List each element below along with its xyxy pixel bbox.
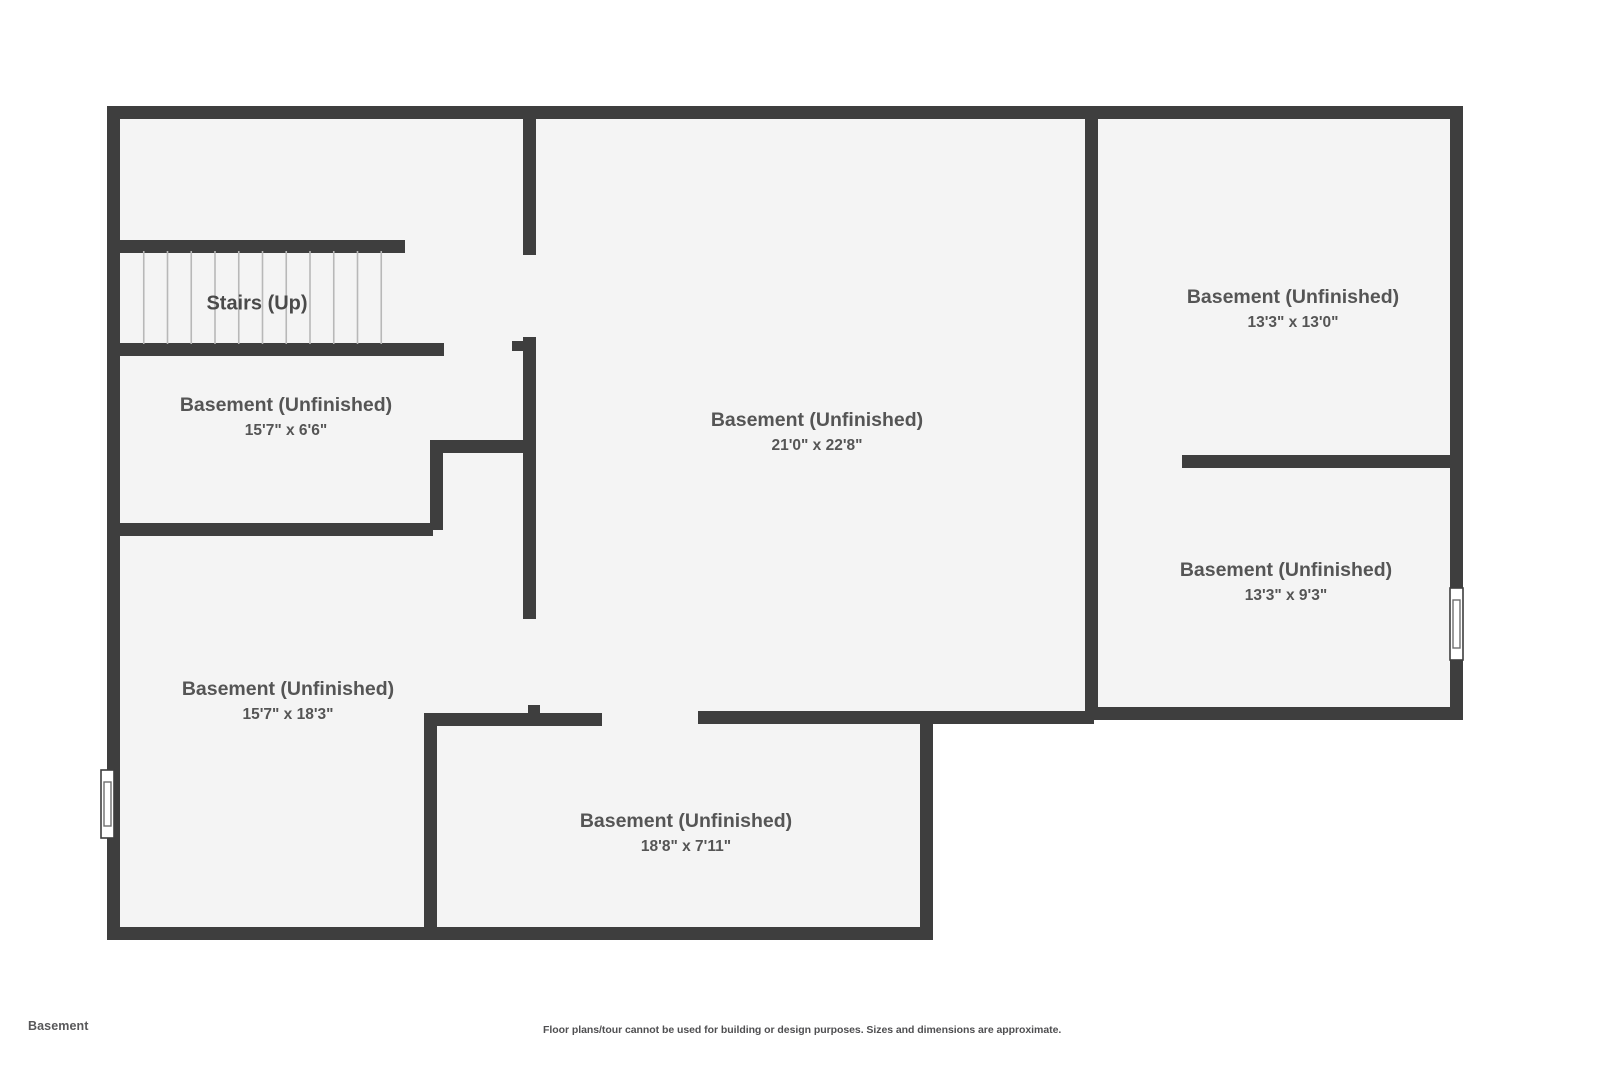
window-right-wall	[1449, 587, 1464, 661]
room-name: Basement (Unfinished)	[182, 678, 394, 700]
room-name: Basement (Unfinished)	[180, 394, 392, 416]
room-dimensions: 21'0" x 22'8"	[771, 437, 862, 454]
window-left-pane	[103, 781, 112, 827]
room-label-basement-center: Basement (Unfinished) 21'0" x 22'8"	[711, 409, 923, 454]
wall-exterior-right	[1450, 106, 1463, 720]
wall-exterior-top	[107, 106, 1463, 119]
room-fill-layer	[113, 112, 1458, 935]
room-label-basement-bottom: Basement (Unfinished) 18'8" x 7'11"	[580, 810, 792, 855]
room-label-basement-lower-left: Basement (Unfinished) 15'7" x 18'3"	[182, 678, 394, 723]
room-name: Basement (Unfinished)	[711, 409, 923, 431]
disclaimer-text: Floor plans/tour cannot be used for buil…	[543, 1024, 1062, 1036]
wall-layer	[107, 106, 1463, 940]
wall-partition-upper-left-vertical	[523, 112, 536, 255]
room-label-basement-upper-left: Basement (Unfinished) 15'7" x 6'6"	[180, 394, 392, 439]
wall-exterior-right-bottom	[1085, 707, 1463, 720]
room-name: Basement (Unfinished)	[580, 810, 792, 832]
room-label-basement-lower-right: Basement (Unfinished) 13'3" x 9'3"	[1180, 559, 1392, 604]
wall-stairs-top	[120, 240, 405, 253]
room-name: Basement (Unfinished)	[1187, 286, 1399, 308]
stairs-label: Stairs (Up)	[206, 292, 307, 314]
footer-bar: Basement Floor plans/tour cannot be used…	[0, 1007, 1600, 1067]
room-fill-lower-left	[113, 530, 433, 935]
wall-doorway-nub-mid-upper	[512, 341, 525, 351]
floor-level-label: Basement	[28, 1019, 89, 1033]
wall-doorway-nub-bottom-room	[528, 705, 540, 715]
room-label-basement-upper-right: Basement (Unfinished) 13'3" x 13'0"	[1187, 286, 1399, 331]
room-dimensions: 13'3" x 13'0"	[1247, 314, 1338, 331]
room-dimensions: 18'8" x 7'11"	[641, 838, 731, 855]
window-left-wall	[100, 769, 115, 839]
wall-partition-mid-left-vertical	[523, 337, 536, 619]
stair-treads	[142, 251, 383, 344]
room-fill-right-wing	[1098, 112, 1458, 720]
stairs-group[interactable]: Stairs (Up)	[120, 251, 405, 344]
wall-bottom-room-top-right	[698, 711, 1094, 724]
room-fill-bottom-room	[430, 718, 926, 935]
wall-partition-right-wing-vertical	[1085, 112, 1098, 713]
window-right-pane	[1452, 599, 1461, 649]
wall-stairs-bottom	[113, 343, 444, 356]
wall-step-riser-vertical	[430, 440, 443, 530]
room-dimensions: 15'7" x 6'6"	[245, 422, 327, 439]
room-dimensions: 13'3" x 9'3"	[1245, 587, 1327, 604]
room-name: Basement (Unfinished)	[1180, 559, 1392, 581]
wall-bottom-room-top-left	[424, 713, 602, 726]
wall-upper-left-room-bottom	[113, 523, 433, 536]
room-dimensions: 15'7" x 18'3"	[242, 706, 333, 723]
wall-right-wing-divider	[1182, 455, 1463, 468]
wall-step-horizontal	[430, 440, 530, 453]
wall-bottom-room-right	[920, 718, 933, 940]
window-layer	[100, 587, 1464, 839]
wall-exterior-bottom	[107, 927, 933, 940]
wall-bottom-room-left	[424, 713, 437, 940]
room-label-layer: Basement (Unfinished)15'7" x 6'6"Basemen…	[180, 286, 1399, 855]
